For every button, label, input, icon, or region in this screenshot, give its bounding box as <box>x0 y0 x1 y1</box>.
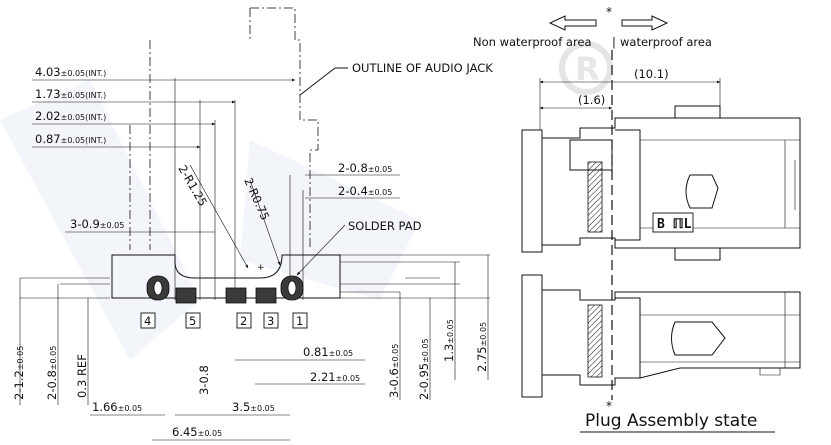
pin-label-1: 1 <box>296 314 303 328</box>
svg-text:2-0.8±0.05: 2-0.8±0.05 <box>338 161 392 175</box>
dim-v-2-75: 2.75 <box>475 346 489 372</box>
dim-v-2-1-2: 2-1.2 <box>12 370 26 400</box>
svg-text:2-1.2±0.05: 2-1.2±0.05 <box>12 346 26 400</box>
dim-1-6: (1.6) <box>578 93 605 107</box>
arrow-left-icon <box>548 15 597 31</box>
right-plug-assembly-view: * Non waterproof area | waterproof area … <box>473 5 801 433</box>
outline-label: OUTLINE OF AUDIO JACK <box>352 61 493 75</box>
dim-v-1-3: 1.3 <box>442 344 456 362</box>
dim-10-1: (10.1) <box>634 67 669 81</box>
svg-text:*: * <box>606 399 612 413</box>
plug-marking: B ℿL <box>657 217 692 232</box>
dim-2-21: 2.21 <box>310 370 336 384</box>
svg-text:3.5±0.05: 3.5±0.05 <box>232 400 275 414</box>
dim-v-3-0-8: 3-0.8 <box>197 365 211 395</box>
plug-assembly-caption: Plug Assembly state <box>585 411 757 431</box>
non-waterproof-label: Non waterproof area <box>473 35 592 49</box>
dim-v-2-0-95: 2-0.95 <box>417 363 431 400</box>
svg-text:3-0.9±0.05: 3-0.9±0.05 <box>70 217 124 231</box>
dim-1-73: 1.73 <box>35 87 61 101</box>
svg-text:1.73±0.05(INT.): 1.73±0.05(INT.) <box>35 87 106 101</box>
svg-text:2-0.95±0.05: 2-0.95±0.05 <box>417 338 431 400</box>
svg-text:+: + <box>257 263 265 273</box>
dim-0-87: 0.87 <box>35 132 61 146</box>
dim-2-0-8: 2-0.8 <box>338 161 368 175</box>
dim-3-5: 3.5 <box>232 400 250 414</box>
dim-v-2-0-8: 2-0.8 <box>45 370 59 400</box>
waterproof-label: waterproof area <box>620 35 712 49</box>
pin-label-4: 4 <box>144 314 151 328</box>
svg-text:*: * <box>606 5 612 19</box>
dim-4-03: 4.03 <box>35 65 61 79</box>
svg-text:0.87±0.05(INT.): 0.87±0.05(INT.) <box>35 132 106 146</box>
svg-text:|: | <box>612 35 616 49</box>
svg-text:2.21±0.05: 2.21±0.05 <box>310 370 360 384</box>
pin-label-5: 5 <box>189 314 196 328</box>
svg-text:1.3±0.05: 1.3±0.05 <box>442 319 456 362</box>
svg-text:2-0.8±0.05: 2-0.8±0.05 <box>45 346 59 400</box>
left-footprint-view: OUTLINE OF AUDIO JACK 4.03±0.05(INT.) 1.… <box>12 7 493 441</box>
dim-0-81: 0.81 <box>303 345 329 359</box>
svg-text:2-0.4±0.05: 2-0.4±0.05 <box>338 184 392 198</box>
dim-1-66: 1.66 <box>92 400 118 414</box>
solder-pad-3 <box>255 287 277 304</box>
dim-v-0-3-ref: 0.3 REF <box>75 354 89 398</box>
svg-text:1.66±0.05: 1.66±0.05 <box>92 400 142 414</box>
dim-2-02: 2.02 <box>35 109 61 123</box>
pin-label-2: 2 <box>240 314 247 328</box>
svg-text:3-0.6±0.05: 3-0.6±0.05 <box>387 344 401 398</box>
svg-text:2.75±0.05: 2.75±0.05 <box>475 322 489 372</box>
solder-pad-5 <box>175 287 197 304</box>
dim-3-0-9: 3-0.9 <box>70 217 100 231</box>
dim-v-3-0-6: 3-0.6 <box>387 368 401 398</box>
arrow-right-icon <box>621 15 669 31</box>
svg-text:2.02±0.05(INT.): 2.02±0.05(INT.) <box>35 109 106 123</box>
svg-text:0.81±0.05: 0.81±0.05 <box>303 345 353 359</box>
solder-pad-2 <box>225 287 247 304</box>
pin-label-3: 3 <box>267 314 274 328</box>
solder-pad-label: SOLDER PAD <box>348 219 422 233</box>
dim-2-0-4: 2-0.4 <box>338 184 368 198</box>
svg-text:6.45±0.05: 6.45±0.05 <box>172 425 222 439</box>
svg-text:4.03±0.05(INT.): 4.03±0.05(INT.) <box>35 65 106 79</box>
dim-6-45: 6.45 <box>172 425 198 439</box>
